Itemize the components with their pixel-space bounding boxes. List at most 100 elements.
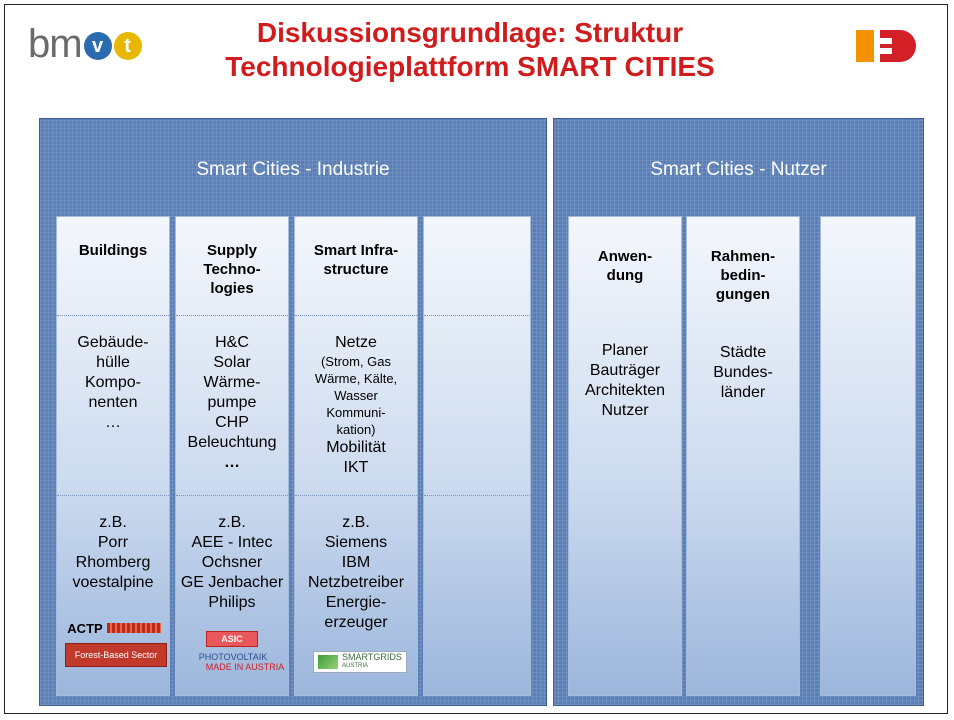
list-item: Mobilität: [326, 439, 386, 456]
divider: [424, 315, 530, 316]
head-line: logies: [210, 280, 254, 297]
head-line: Smart Infra-: [313, 242, 399, 259]
column-buildings: Buildings Gebäude- hülle Kompo- nenten ……: [56, 216, 170, 696]
column-head-buildings: Buildings: [78, 242, 148, 259]
list-item: z.B.: [342, 514, 370, 531]
divider: [424, 495, 530, 496]
list-item: z.B.: [99, 514, 127, 531]
head-line: Supply: [206, 242, 257, 259]
head-line: bedin-: [720, 267, 766, 284]
rahmen-items: Städte Bundes- länder: [687, 343, 799, 403]
column-head-infra: Smart Infra- structure: [295, 241, 417, 279]
list-item: hülle: [96, 354, 130, 371]
photovoltaik-logo: PHOTOVOLTAIK MADE IN AUSTRIA: [180, 651, 286, 673]
divider: [57, 495, 169, 496]
list-item: voestalpine: [72, 574, 154, 591]
panel-title-industrie: Smart Cities - Industrie: [196, 159, 390, 180]
smartgrids-logo: SMARTGRIDS AUSTRIA: [313, 651, 407, 673]
list-item: Bauträger: [589, 362, 661, 379]
column-supply-technologies: Supply Techno- logies H&C Solar Wärme- p…: [175, 216, 289, 696]
head-line: structure: [323, 261, 389, 278]
head-line: Anwen-: [597, 248, 653, 265]
logo-text: bm: [28, 22, 83, 66]
list-item: …: [224, 454, 240, 471]
divider: [295, 315, 417, 316]
list-item: Wärme-: [203, 374, 261, 391]
list-item: Solar: [213, 354, 251, 371]
head-line: Rahmen-: [710, 248, 776, 265]
list-item: Bundes-: [713, 364, 773, 381]
buildings-examples: z.B. Porr Rhomberg voestalpine: [57, 513, 169, 593]
list-item: Städte: [719, 344, 767, 361]
list-item: AEE - Intec: [191, 534, 273, 551]
logo-v-circle: v: [83, 32, 112, 60]
divider: [176, 495, 288, 496]
slide-title: Diskussionsgrundlage: Struktur Technolog…: [190, 16, 750, 84]
supply-examples: z.B. AEE - Intec Ochsner GE Jenbacher Ph…: [176, 513, 288, 613]
smartgrids-label: SMARTGRIDS: [342, 652, 402, 662]
list-item: (Strom, Gas: [320, 354, 392, 369]
energy-plug-logo-icon: [856, 30, 916, 62]
head-line: dung: [606, 267, 644, 284]
column-empty-industrie: [423, 216, 531, 696]
panel-nutzer: Smart Cities - Nutzer Anwen- dung Planer…: [553, 118, 924, 706]
panel-industrie: Smart Cities - Industrie Buildings Gebäu…: [39, 118, 547, 706]
forest-label: Forest-Based Sector: [74, 650, 158, 660]
divider: [176, 315, 288, 316]
list-item: Energie-: [325, 594, 387, 611]
list-item: …: [105, 414, 121, 431]
pv-label-2: MADE IN AUSTRIA: [205, 662, 285, 672]
slide-frame: [4, 4, 948, 714]
logo-t-circle: t: [113, 32, 142, 60]
buildings-items: Gebäude- hülle Kompo- nenten …: [57, 333, 169, 433]
column-head-rahmen: Rahmen- bedin- gungen: [687, 247, 799, 304]
list-item: z.B.: [218, 514, 246, 531]
column-empty-nutzer: [820, 216, 916, 696]
head-line: Techno-: [203, 261, 261, 278]
list-item: H&C: [215, 334, 249, 351]
list-item: pumpe: [207, 394, 257, 411]
divider: [295, 495, 417, 496]
list-item: Netze: [335, 334, 377, 351]
title-line-2: Technologieplattform SMART CITIES: [225, 51, 715, 82]
list-item: IBM: [341, 554, 371, 571]
list-item: Beleuchtung: [187, 434, 277, 451]
pv-label-1: PHOTOVOLTAIK: [198, 652, 268, 662]
smartgrids-sub-label: AUSTRIA: [342, 663, 369, 669]
list-item: Kommuni-: [326, 405, 386, 420]
list-item: Philips: [208, 594, 256, 611]
list-item: Planer: [601, 342, 649, 359]
list-item: GE Jenbacher: [180, 574, 284, 591]
list-item: Porr: [97, 534, 129, 551]
supply-items: H&C Solar Wärme- pumpe CHP Beleuchtung …: [176, 333, 288, 473]
column-anwendung: Anwen- dung Planer Bauträger Architekten…: [568, 216, 682, 696]
infra-examples: z.B. Siemens IBM Netzbetreiber Energie- …: [295, 513, 417, 633]
column-smart-infrastructure: Smart Infra- structure Netze (Strom, Gas…: [294, 216, 418, 696]
divider: [57, 315, 169, 316]
bmvit-logo: bm v t: [28, 22, 142, 66]
list-item: Architekten: [584, 382, 666, 399]
title-line-1: Diskussionsgrundlage: Struktur: [256, 17, 684, 48]
head-line: gungen: [715, 286, 771, 303]
list-item: Nutzer: [601, 402, 649, 419]
column-head-anwendung: Anwen- dung: [569, 247, 681, 285]
actp-logo: ACTP: [61, 619, 167, 637]
list-item: Siemens: [324, 534, 388, 551]
anwendung-items: Planer Bauträger Architekten Nutzer: [569, 341, 681, 421]
column-head-supply: Supply Techno- logies: [176, 241, 288, 298]
list-item: CHP: [215, 414, 249, 431]
infra-items: Netze (Strom, Gas Wärme, Kälte, Wasser K…: [295, 333, 417, 478]
list-item: erzeuger: [324, 614, 388, 631]
list-item: Wasser: [334, 388, 378, 403]
list-item: Kompo-: [84, 374, 142, 391]
list-item: länder: [720, 384, 766, 401]
list-item: Wärme, Kälte,: [314, 371, 398, 386]
list-item: Rhomberg: [75, 554, 151, 571]
list-item: IKT: [343, 459, 369, 476]
asic-label: ASIC: [221, 634, 243, 644]
forest-sector-logo: Forest-Based Sector: [65, 643, 167, 667]
list-item: Ochsner: [201, 554, 263, 571]
panel-title-nutzer: Smart Cities - Nutzer: [650, 159, 827, 180]
column-rahmenbedingungen: Rahmen- bedin- gungen Städte Bundes- län…: [686, 216, 800, 696]
asic-logo: ASIC: [206, 631, 258, 647]
